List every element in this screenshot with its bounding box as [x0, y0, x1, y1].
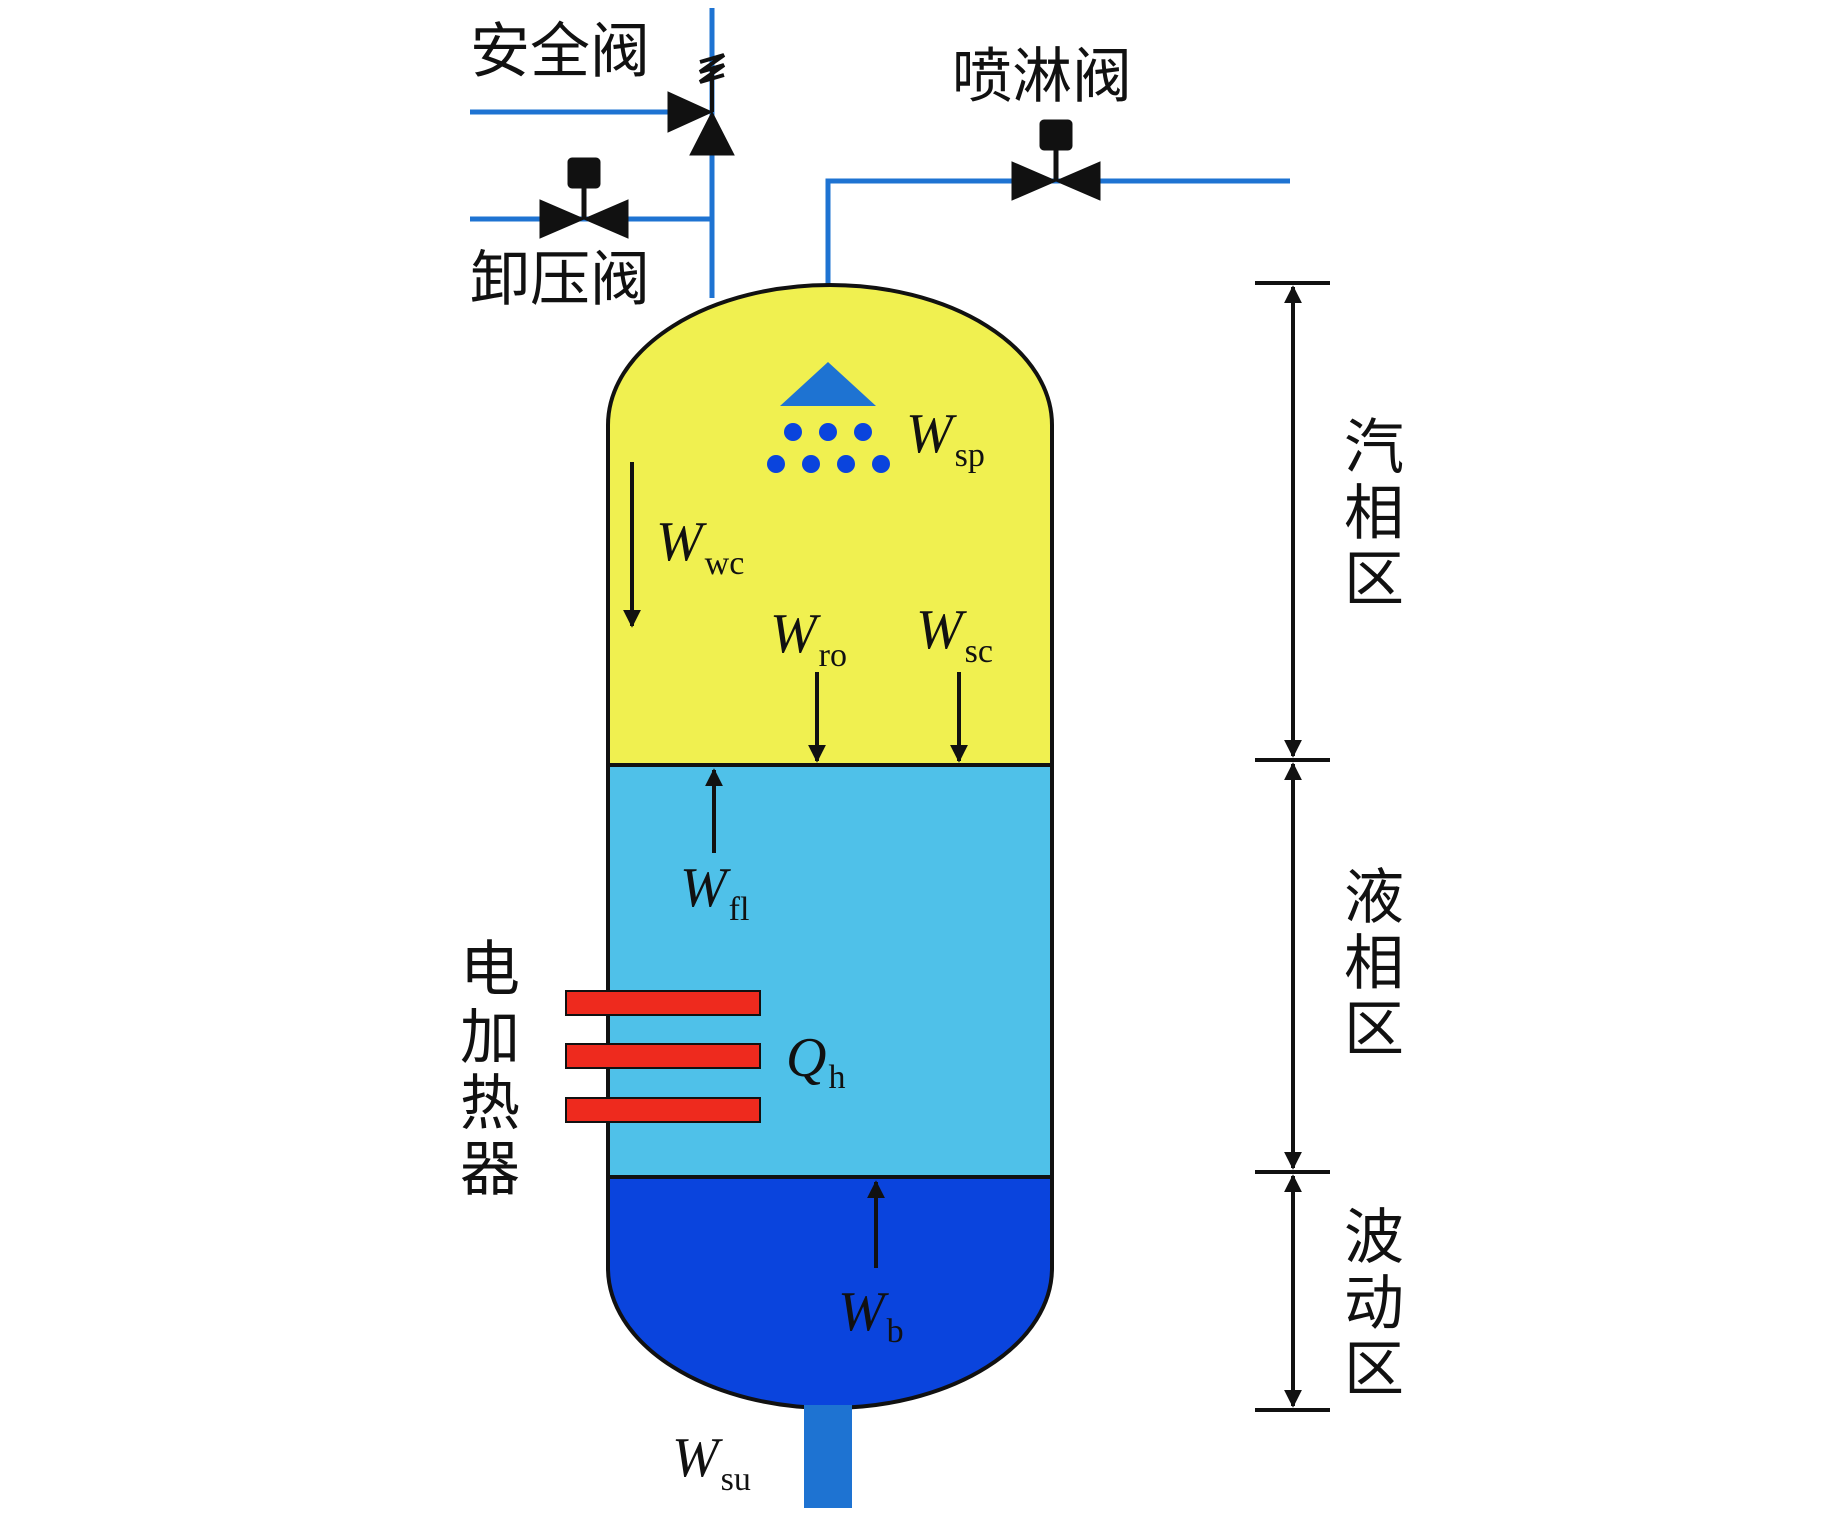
w-fl-symbol: Wfl: [680, 857, 749, 928]
heater-label: 电 加 热 器: [460, 935, 520, 1205]
heater-rod: [565, 990, 761, 1016]
vessel-outline: [606, 283, 1054, 1410]
liquid-zone-label: 液 相 区: [1344, 863, 1404, 1065]
pressurizer-vessel: [606, 283, 1054, 1508]
electric-heater: [565, 990, 761, 1123]
svg-text:电: 电: [460, 935, 520, 1005]
svg-text:区: 区: [1344, 995, 1404, 1065]
w-ro-symbol: Wro: [770, 603, 847, 674]
spray-valve: [1011, 119, 1101, 201]
svg-text:动: 动: [1344, 1269, 1404, 1339]
svg-text:相: 相: [1344, 929, 1404, 999]
svg-text:液: 液: [1344, 863, 1404, 933]
relief-valve: [539, 157, 629, 239]
w-b-symbol: Wb: [838, 1281, 904, 1350]
surge-zone-label: 波 动 区: [1344, 1203, 1404, 1405]
surge-region: [608, 1177, 1052, 1408]
svg-text:相: 相: [1344, 479, 1404, 549]
svg-text:热: 热: [460, 1069, 520, 1139]
spray-droplets: [767, 423, 890, 473]
spray-valve-label: 喷淋阀: [952, 42, 1132, 112]
w-su-symbol: Wsu: [672, 1427, 751, 1498]
heater-rod: [565, 1097, 761, 1123]
svg-text:器: 器: [460, 1135, 520, 1205]
w-sp-symbol: Wsp: [906, 403, 985, 474]
relief-valve-label: 卸压阀: [470, 245, 650, 315]
w-sc-symbol: Wsc: [916, 599, 993, 670]
spray-nozzle-cone: [780, 362, 876, 406]
safety-valve-label: 安全阀: [470, 17, 650, 87]
svg-text:加: 加: [460, 1003, 520, 1073]
vapor-zone-label: 汽 相 区: [1344, 413, 1404, 615]
w-wc-symbol: Wwc: [656, 511, 744, 582]
zone-dimensions: [1255, 281, 1330, 1412]
q-h-symbol: Qh: [786, 1027, 845, 1096]
svg-text:区: 区: [1344, 1335, 1404, 1405]
spray-nozzle: [767, 362, 890, 473]
flow-arrows: [623, 462, 968, 1268]
heater-rod: [565, 1043, 761, 1069]
svg-text:汽: 汽: [1344, 413, 1404, 483]
svg-text:波: 波: [1344, 1203, 1404, 1273]
svg-text:区: 区: [1344, 545, 1404, 615]
safety-valve: [667, 53, 735, 156]
surge-line-pipe: [804, 1405, 852, 1508]
